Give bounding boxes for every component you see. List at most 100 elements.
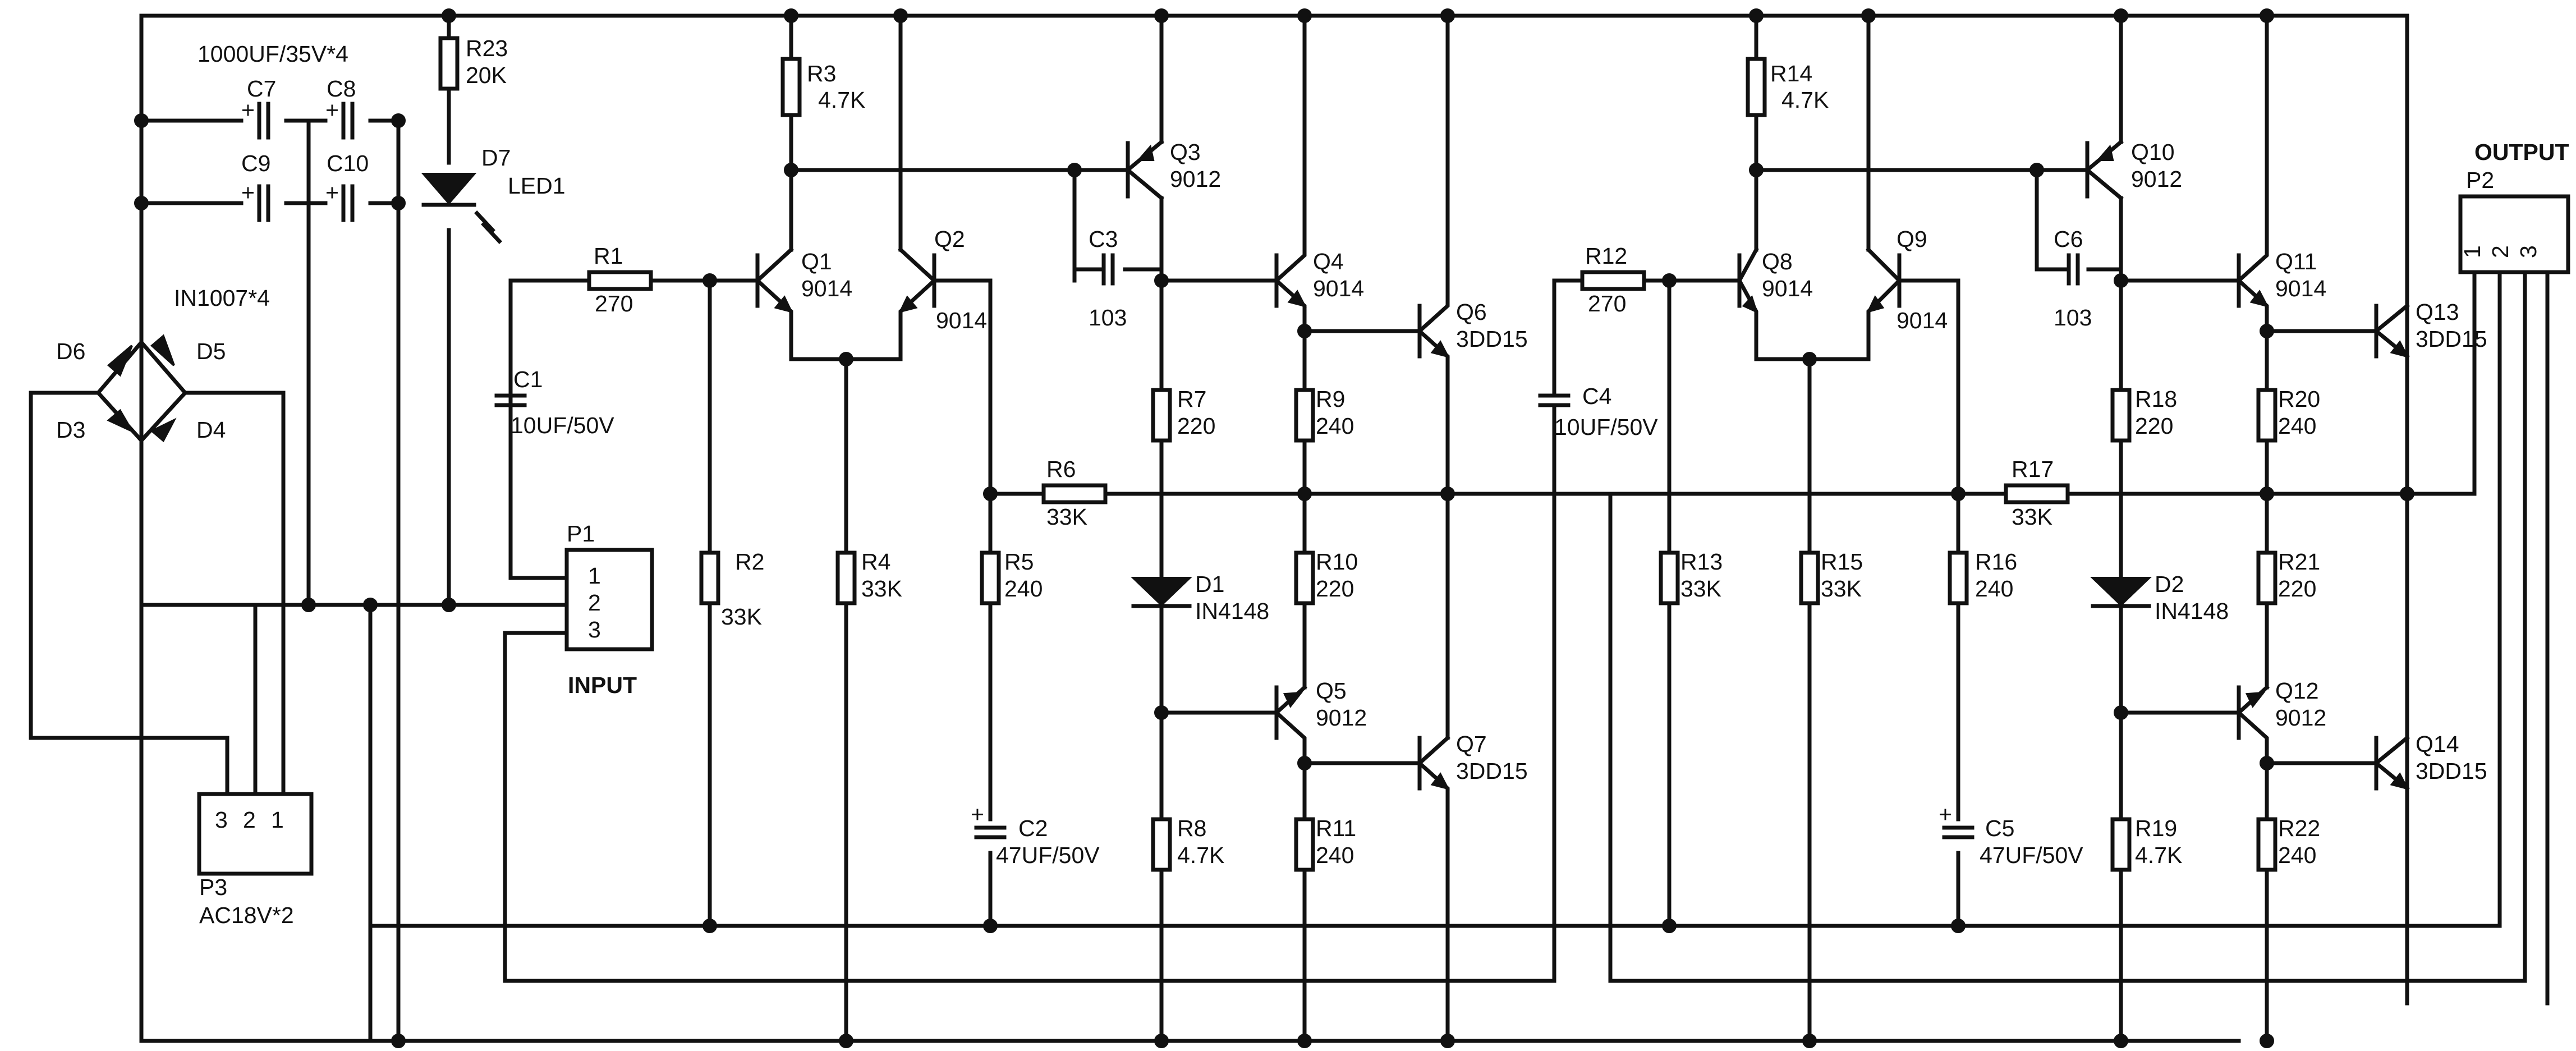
c6-label: C6 (2054, 226, 2083, 252)
d5-label: D5 (196, 338, 226, 364)
r18-value: 220 (2135, 413, 2173, 439)
r11-value: 240 (1316, 842, 1354, 868)
r3-value: 4.7K (818, 87, 865, 113)
svg-text:+: + (241, 180, 255, 205)
input-title: INPUT (568, 672, 637, 698)
connector-p1: 1 2 3 P1 INPUT (368, 278, 1556, 1043)
r15-label: R15 (1821, 549, 1863, 575)
q7-label: Q7 (1456, 731, 1487, 757)
channel-1: C1 10UF/50V R1 270 R2 33K R3 4.7K Q1 901… (494, 13, 2409, 1043)
c4-value: 10UF/50V (1554, 414, 1658, 440)
d1-value: IN4148 (1195, 598, 1269, 624)
q5-value: 9012 (1316, 705, 1367, 731)
q6-value: 3DD15 (1456, 326, 1528, 352)
channel-2: R12 270 C4 10UF/50V R13 33K R14 4.7K Q8 … (1538, 13, 2487, 1043)
svg-text:+: + (325, 97, 339, 123)
r6-value: 33K (1046, 504, 1087, 530)
r5-label: R5 (1004, 549, 1034, 575)
r21-label: R21 (2278, 549, 2320, 575)
q8-label: Q8 (1762, 249, 1793, 274)
r2-value: 33K (721, 604, 762, 630)
q4-label: Q4 (1313, 249, 1344, 274)
output-title: OUTPUT (2474, 139, 2569, 165)
r1-label: R1 (594, 243, 623, 269)
p3-label: P3 (199, 874, 227, 900)
caps-spec-label: 1000UF/35V*4 (198, 41, 348, 67)
p3-pin-3: 3 (215, 807, 228, 833)
r16-label: R16 (1975, 549, 2017, 575)
c2-label: C2 (1018, 815, 1048, 841)
c4-label: C4 (1582, 383, 1611, 409)
p2-label: P2 (2466, 167, 2494, 193)
q11-value: 9014 (2275, 276, 2326, 301)
filter-capacitors: C7+ C8+ C9+ C10+ 1000UF/35V*4 (198, 41, 369, 222)
p2-pin-3: 3 (2515, 245, 2541, 258)
r13-value: 33K (1680, 576, 1721, 602)
r4-label: R4 (861, 549, 890, 575)
indicator-led: R23 20K D7 LED1 (421, 35, 566, 244)
c7-label: C7 (247, 76, 276, 102)
q6-label: Q6 (1456, 299, 1487, 325)
diodes-spec-label: IN1007*4 (174, 285, 270, 311)
capacitor-c9: C9 + (241, 150, 270, 222)
c6-value: 103 (2054, 305, 2092, 331)
q9-value: 9014 (1897, 308, 1948, 333)
q12-label: Q12 (2275, 678, 2319, 704)
q3-label: Q3 (1170, 139, 1201, 165)
d2-label: D2 (2155, 571, 2184, 597)
r14-label: R14 (1770, 61, 1812, 86)
r13-label: R13 (1680, 549, 1723, 575)
d7-label: D7 (481, 145, 511, 171)
r21-value: 220 (2278, 576, 2316, 602)
d4-label: D4 (196, 417, 226, 443)
svg-text:+: + (325, 180, 339, 205)
r3-label: R3 (807, 61, 836, 86)
p1-pin-3: 3 (588, 617, 601, 642)
r10-value: 220 (1316, 576, 1354, 602)
p2-pin-2: 2 (2487, 245, 2513, 258)
c3-value: 103 (1089, 305, 1127, 331)
q2-value: 9014 (936, 308, 987, 333)
r19-value: 4.7K (2135, 842, 2182, 868)
q12-value: 9012 (2275, 705, 2326, 731)
capacitor-c10: C10 + (325, 150, 369, 222)
c1-value: 10UF/50V (511, 412, 614, 438)
r16-value: 240 (1975, 576, 2013, 602)
capacitor-c7: C7+ (241, 76, 276, 140)
c3-label: C3 (1089, 226, 1118, 252)
r19-label: R19 (2135, 815, 2177, 841)
q13-label: Q13 (2416, 299, 2459, 325)
capacitor-c8: C8+ (325, 76, 356, 140)
q9-label: Q9 (1897, 226, 1927, 252)
r12-label: R12 (1585, 243, 1627, 269)
q10-label: Q10 (2131, 139, 2175, 165)
d2-value: IN4148 (2155, 598, 2229, 624)
p2-pin-1: 1 (2459, 245, 2485, 258)
d7-value: LED1 (508, 173, 566, 199)
r7-label: R7 (1177, 386, 1206, 412)
q2-label: Q2 (934, 226, 965, 252)
connector-p2: 1 2 3 P2 OUTPUT (1608, 139, 2570, 1006)
r4-value: 33K (861, 576, 902, 602)
r15-value: 33K (1821, 576, 1862, 602)
r22-value: 240 (2278, 842, 2316, 868)
r6-label: R6 (1046, 456, 1076, 482)
p3-pin-2: 2 (243, 807, 256, 833)
c5-label: C5 (1985, 815, 2014, 841)
c10-label: C10 (327, 150, 369, 176)
r23-value: 20K (466, 62, 507, 88)
r17-value: 33K (2012, 504, 2052, 530)
p3-spec-label: AC18V*2 (199, 902, 294, 928)
r20-label: R20 (2278, 386, 2320, 412)
d6-label: D6 (56, 338, 85, 364)
r14-value: 4.7K (1781, 87, 1829, 113)
p3-pin-1: 1 (271, 807, 284, 833)
q1-value: 9014 (801, 276, 852, 301)
c9-label: C9 (241, 150, 270, 176)
q5-label: Q5 (1316, 678, 1347, 704)
r1-value: 270 (595, 291, 633, 316)
r9-value: 240 (1316, 413, 1354, 439)
d3-label: D3 (56, 417, 85, 443)
r18-label: R18 (2135, 386, 2177, 412)
